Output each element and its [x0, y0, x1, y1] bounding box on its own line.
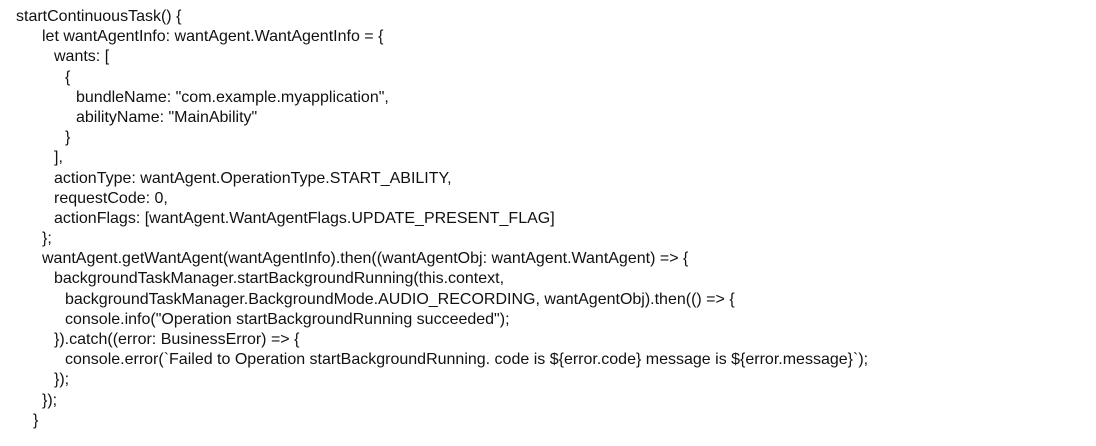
- code-line-16: console.info("Operation startBackgroundR…: [65, 310, 510, 328]
- code-line-12: };: [42, 230, 52, 248]
- code-line-17: }).catch((error: BusinessError) => {: [54, 331, 300, 348]
- code-line-14: backgroundTaskManager.startBackgroundRun…: [54, 270, 505, 288]
- code-line-1: startContinuousTask() {: [16, 8, 182, 25]
- code-line-7: }: [65, 129, 71, 147]
- code-line-2: let wantAgentInfo: wantAgent.WantAgentIn…: [42, 28, 384, 46]
- code-block: startContinuousTask() { let wantAgentInf…: [0, 7, 1096, 431]
- code-line-10: requestCode: 0,: [54, 189, 168, 207]
- code-line-3: wants: [: [54, 48, 110, 66]
- code-line-8: ],: [54, 149, 63, 167]
- code-line-11: actionFlags: [wantAgent.WantAgentFlags.U…: [54, 209, 555, 227]
- code-line-15: backgroundTaskManager.BackgroundMode.AUD…: [65, 290, 735, 308]
- code-line-5: bundleName: "com.example.myapplication",: [76, 88, 389, 106]
- code-line-19: });: [54, 371, 70, 389]
- code-line-4: {: [65, 68, 71, 86]
- code-line-21: }: [33, 411, 39, 429]
- code-line-20: });: [42, 391, 58, 409]
- code-line-6: abilityName: "MainAbility": [76, 108, 258, 126]
- code-line-18: console.error(`Failed to Operation start…: [65, 351, 869, 369]
- code-line-9: actionType: wantAgent.OperationType.STAR…: [54, 169, 452, 187]
- code-line-13: wantAgent.getWantAgent(wantAgentInfo).th…: [42, 250, 689, 268]
